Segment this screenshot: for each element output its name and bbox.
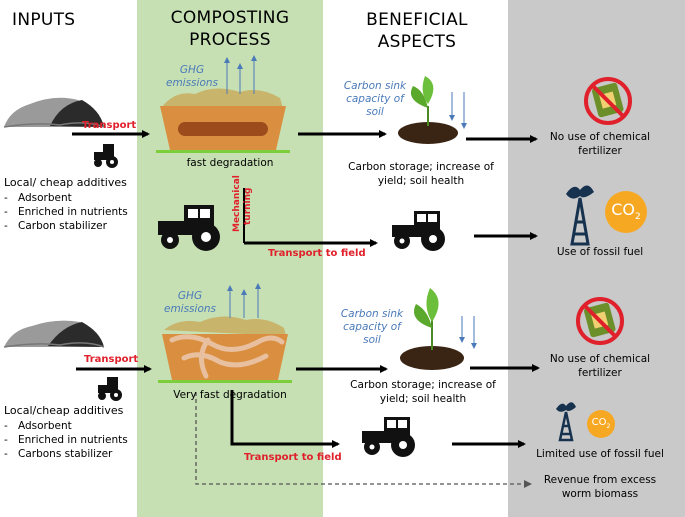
inputs-header: INPUTS — [12, 10, 76, 30]
top-co2-subscript: 2 — [635, 212, 641, 223]
bottom-additive-2: Enriched in nutrients — [18, 434, 128, 446]
bottom-co2-circle — [587, 410, 615, 438]
bottom-transport-to-field-line — [230, 390, 340, 448]
bottom-fossil-fuel-label: Limited use of fossil fuel — [536, 448, 664, 460]
top-additive-3: Carbon stabilizer — [18, 220, 107, 232]
top-oil-rig-icon — [566, 185, 594, 246]
top-compost-bin-icon — [156, 88, 290, 153]
bottom-co2-text: CO — [591, 417, 607, 428]
top-co2-label: CO2 — [605, 200, 647, 227]
bottom-carbon-sink-line3: soil — [363, 334, 381, 346]
biochar-pile-icon — [3, 97, 105, 128]
bottom-additive-dash-1: - — [4, 420, 8, 432]
top-transport-to-field-label: Transport to field — [268, 248, 366, 259]
top-additive-1: Adsorbent — [18, 192, 72, 204]
bottom-additives-title: Local/cheap additives — [4, 404, 124, 417]
top-process-label: fast degradation — [186, 157, 274, 169]
revenue-dashed-line — [195, 392, 532, 488]
top-carbon-sink-line3: soil — [366, 106, 384, 118]
bottom-carbon-storage-line1: Carbon storage; increase of — [350, 379, 496, 391]
top-no-fertilizer-line2: fertilizer — [578, 145, 622, 157]
bottom-carbon-sink-line1: Carbon sink — [340, 308, 404, 320]
top-transport-label: Transport — [82, 120, 137, 131]
top-ghg-label-line1: GHG — [179, 64, 205, 76]
top-carbon-sink-arrows — [449, 92, 467, 129]
bottom-co2-label: CO2 — [587, 416, 615, 434]
bottom-ghg-label-line1: GHG — [177, 290, 203, 302]
top-small-tractor-icon — [94, 144, 118, 168]
top-ghg-label-line2: emissions — [165, 77, 218, 89]
top-additive-2: Enriched in nutrients — [18, 206, 128, 218]
top-ghg-arrows — [224, 55, 257, 94]
bottom-carbon-sink-line2: capacity of — [343, 321, 401, 333]
mechanical-turning-line2: turning — [243, 187, 253, 226]
bottom-additive-1: Adsorbent — [18, 420, 72, 432]
top-tractor-right-icon — [392, 211, 445, 251]
beneficial-header-line2: ASPECTS — [377, 32, 457, 52]
composting-header-line2: PROCESS — [189, 30, 271, 50]
top-no-fertilizer-icon — [584, 77, 632, 125]
top-carbon-storage-line2: yield; soil health — [377, 175, 465, 187]
top-co2-circle — [605, 191, 647, 233]
top-fossil-fuel-label: Use of fossil fuel — [556, 246, 644, 258]
bottom-small-tractor-icon — [98, 377, 122, 401]
bottom-additive-dash-3: - — [4, 448, 8, 460]
bottom-plant-soil-icon — [400, 288, 464, 370]
top-additive-dash-1: - — [4, 192, 8, 204]
bottom-carbon-sink-arrows — [459, 316, 477, 349]
bottom-no-fertilizer-line2: fertilizer — [578, 367, 622, 379]
composting-column-bg — [137, 0, 323, 517]
top-additives-title: Local/ cheap additives — [4, 176, 127, 189]
revenue-line1: Revenue from excess — [543, 474, 657, 486]
bottom-transport-to-field-label: Transport to field — [244, 452, 342, 463]
top-carbon-sink-line2: capacity of — [346, 93, 404, 105]
revenue-line2: worm biomass — [561, 488, 639, 500]
bottom-process-label: Very fast degradation — [173, 389, 287, 401]
bottom-ghg-label-line2: emissions — [163, 303, 216, 315]
composting-header-line1: COMPOSTING — [170, 8, 290, 28]
top-carbon-storage-line1: Carbon storage; increase of — [348, 161, 494, 173]
bottom-tractor-icon — [362, 417, 415, 457]
top-additive-dash-2: - — [4, 206, 8, 218]
beneficial-header-line1: BENEFICIAL — [366, 10, 468, 30]
bottom-no-fertilizer-icon — [576, 297, 624, 345]
top-no-fertilizer-line1: No use of chemical — [549, 131, 651, 143]
bottom-no-fertilizer-line1: No use of chemical — [549, 353, 651, 365]
top-plant-soil-icon — [398, 76, 458, 144]
top-additive-dash-3: - — [4, 220, 8, 232]
bottom-vermicompost-bin-icon — [158, 316, 292, 383]
top-carbon-sink-line1: Carbon sink — [343, 80, 407, 92]
bottom-additive-dash-2: - — [4, 434, 8, 446]
mechanical-turning-line1: Mechanical — [232, 175, 242, 232]
bottom-biochar-pile-icon — [3, 320, 105, 348]
bottom-carbon-storage-line2: yield; soil health — [379, 393, 467, 405]
bottom-additive-3: Carbons stabilizer — [18, 448, 113, 460]
top-co2-text: CO — [611, 200, 636, 219]
bottom-co2-subscript: 2 — [606, 423, 611, 430]
top-tractor-left-icon — [158, 205, 220, 251]
bottom-transport-label: Transport — [84, 354, 139, 365]
bottom-ghg-arrows — [227, 283, 261, 318]
bottom-oil-rig-icon — [556, 402, 576, 442]
